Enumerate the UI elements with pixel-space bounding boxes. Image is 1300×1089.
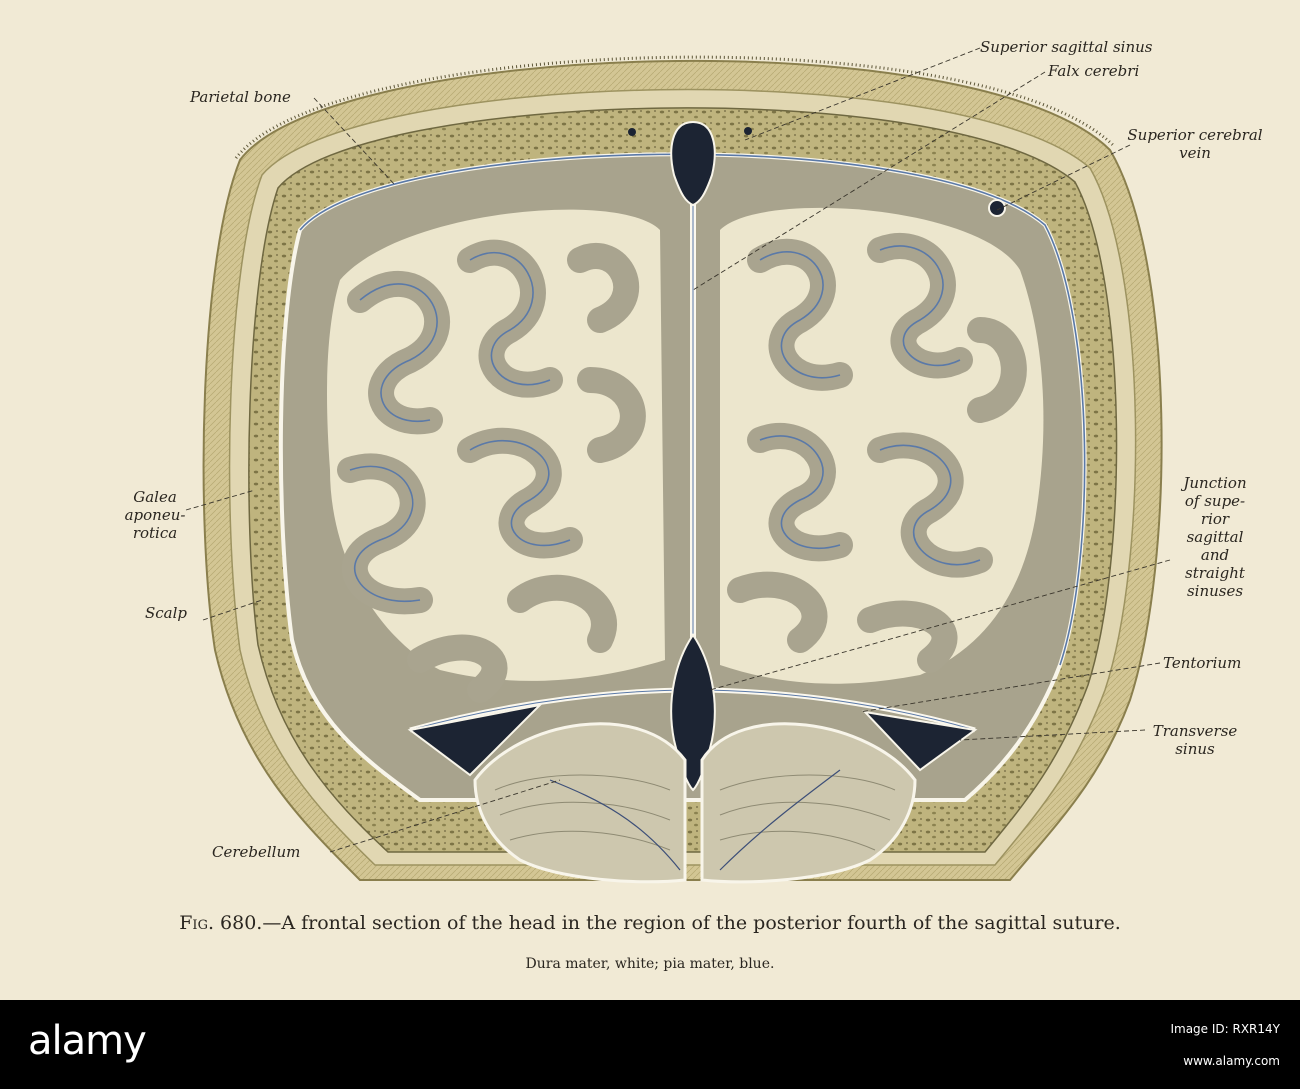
watermark-bar: alamy Image ID: RXR14Y www.alamy.com: [0, 1000, 1300, 1089]
alamy-logo: alamy: [28, 1018, 147, 1064]
transverse-sinus-left: [407, 703, 544, 777]
label-cerebellum: Cerebellum: [212, 843, 301, 861]
label-superior-sagittal-sinus: Superior sagittal sinus: [980, 38, 1153, 56]
label-falx-cerebri: Falx cerebri: [1048, 62, 1140, 80]
watermark-url: www.alamy.com: [1183, 1054, 1280, 1068]
transverse-sinus-right: [862, 710, 978, 772]
label-superior-cerebral-vein: Superior cerebral vein: [1127, 126, 1263, 162]
label-tentorium: Tentorium: [1163, 654, 1242, 672]
label-junction: Junction of supe- rior sagittal and stra…: [1183, 474, 1247, 600]
brain-section-illustration: [185, 47, 1171, 884]
caption-text: —A frontal section of the head in the re…: [262, 912, 1121, 934]
hair-fringe: [234, 55, 1116, 159]
label-transverse-sinus: Transverse sinus: [1152, 722, 1238, 758]
label-scalp: Scalp: [145, 604, 188, 622]
pia-mater-lines: [299, 153, 1086, 666]
junction-sinus: [670, 633, 716, 792]
label-galea-aponeurotica: Galea aponeu- rotica: [124, 488, 186, 542]
figure-caption: Fig. 680.—A frontal section of the head …: [0, 912, 1300, 934]
label-parietal-bone: Parietal bone: [190, 88, 291, 106]
leader-lines: [185, 47, 1171, 853]
superior-cerebral-vein: [988, 199, 1006, 217]
superior-sagittal-sinus: [670, 120, 716, 207]
figure-number: Fig. 680.: [179, 912, 263, 934]
cerebellum: [473, 722, 917, 884]
image-id-text: Image ID: RXR14Y: [1170, 1022, 1280, 1036]
figure-page: Parietal bone Superior sagittal sinus Fa…: [0, 0, 1300, 1000]
figure-subcaption: Dura mater, white; pia mater, blue.: [525, 956, 775, 972]
